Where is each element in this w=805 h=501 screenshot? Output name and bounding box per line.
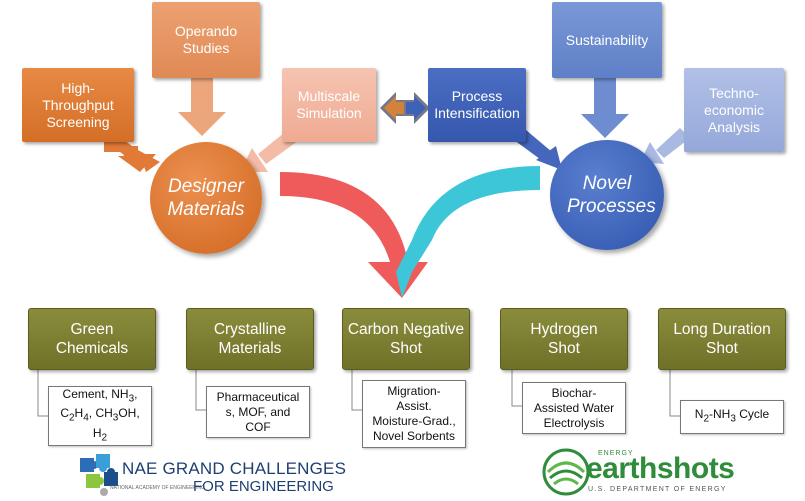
connector-5: [669, 350, 680, 417]
target-title: Crystalline Materials: [213, 321, 287, 357]
tile-sustainability-label: Sustainability: [565, 31, 649, 48]
target-green-chemicals: Green Chemicals: [28, 308, 156, 370]
arrow-high-throughput-shaft: [104, 140, 148, 168]
hub-novel-processes: Novel Processes: [550, 140, 664, 250]
tile-process-intensification: Process Intensification: [428, 68, 526, 142]
target-hydrogen-shot: Hydrogen Shot: [500, 308, 628, 370]
tile-high-throughput-label: High-Throughput Screening: [42, 79, 114, 130]
arrow-operando: [191, 76, 213, 114]
target-long-duration-shot: Long Duration Shot: [658, 308, 786, 370]
tile-technoeconomic-label: Techno-economic Analysis: [704, 84, 764, 135]
target-title: Long Duration Shot: [673, 321, 771, 357]
red-curved-arrow: [280, 172, 428, 298]
target-title: Green Chemicals: [55, 321, 129, 357]
tile-operando-label: Operando Studies: [174, 23, 238, 56]
tile-operando: Operando Studies: [152, 2, 260, 78]
detail-carbon-negative-shot: Migration-Assist.Moisture-Grad.,Novel So…: [362, 380, 466, 448]
target-carbon-negative-shot: Carbon Negative Shot: [342, 308, 470, 370]
tile-technoeconomic: Techno-economic Analysis: [684, 68, 784, 152]
hub-novel-processes-label: Novel Processes: [567, 173, 656, 217]
nae-title-line2: FOR ENGINEERING: [193, 478, 334, 495]
connector-3: [351, 350, 362, 411]
detail-text: Migration-Assist.Moisture-Grad.,Novel So…: [372, 384, 456, 443]
arrow-sustainability: [594, 72, 616, 116]
tile-sustainability: Sustainability: [552, 2, 662, 78]
cyan-curved-arrow: [396, 166, 540, 298]
nae-title-line1: NAE GRAND CHALLENGES: [122, 459, 347, 478]
target-crystalline-materials: Crystalline Materials: [186, 308, 314, 370]
earthshots-globe-icon: [542, 448, 590, 496]
detail-green-chemicals: Cement, NH3,C2H4, CH3OH,H2: [48, 386, 152, 446]
nae-puzzle-icon: [80, 454, 118, 496]
earthshots-wordmark: earthshots: [586, 452, 735, 485]
target-title: Carbon Negative Shot: [347, 321, 465, 357]
connector-2: [195, 350, 206, 411]
tile-high-throughput: High-Throughput Screening: [22, 68, 134, 142]
hub-designer-materials: Designer Materials: [150, 142, 262, 254]
target-title: Hydrogen Shot: [530, 321, 598, 357]
detail-long-duration-shot: N2-NH3 Cycle: [680, 400, 784, 434]
nae-small-text: NATIONAL ACADEMY OF ENGINEERING: [110, 485, 205, 491]
earthshots-small-top: ENERGY: [598, 450, 634, 457]
tile-multiscale-label: Multiscale Simulation: [296, 88, 362, 121]
tile-multiscale: Multiscale Simulation: [282, 68, 376, 142]
arrow-technoeconomic: [656, 128, 690, 158]
earthshots-small-bottom: U.S. DEPARTMENT OF ENERGY: [588, 486, 727, 493]
detail-text: Cement, NH3,C2H4, CH3OH,H2: [60, 386, 140, 444]
connector-1: [37, 350, 48, 417]
tile-process-intensification-label: Process Intensification: [434, 88, 520, 121]
detail-text: N2-NH3 Cycle: [694, 407, 770, 425]
hub-designer-materials-label: Designer Materials: [167, 176, 245, 220]
